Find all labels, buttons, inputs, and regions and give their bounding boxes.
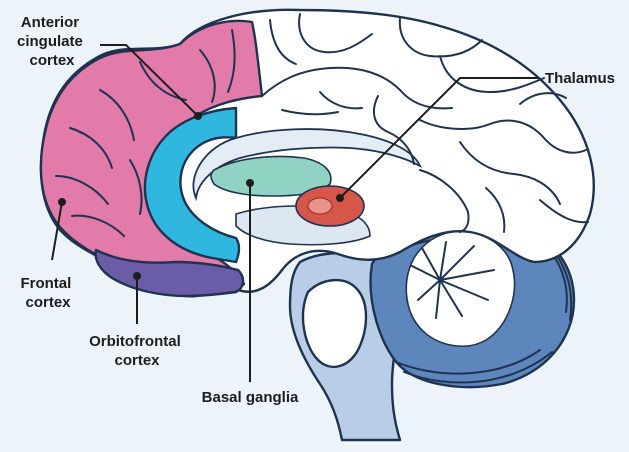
label-anterior-line-1: Anterior (21, 14, 80, 31)
label-orbitofrontal-line-1: Orbitofrontal (89, 333, 181, 350)
thalamus-inner (308, 198, 332, 214)
pons (303, 280, 366, 367)
label-basal-ganglia: Basal ganglia (202, 389, 299, 406)
label-frontal-line-2: cortex (25, 294, 71, 311)
label-frontal-line-1: Frontal (20, 275, 71, 292)
label-anterior-line-3: cortex (29, 52, 75, 69)
label-thalamus: Thalamus (545, 70, 615, 87)
label-orbitofrontal-line-2: cortex (114, 352, 160, 369)
label-anterior-line-2: cingulate (17, 33, 83, 50)
